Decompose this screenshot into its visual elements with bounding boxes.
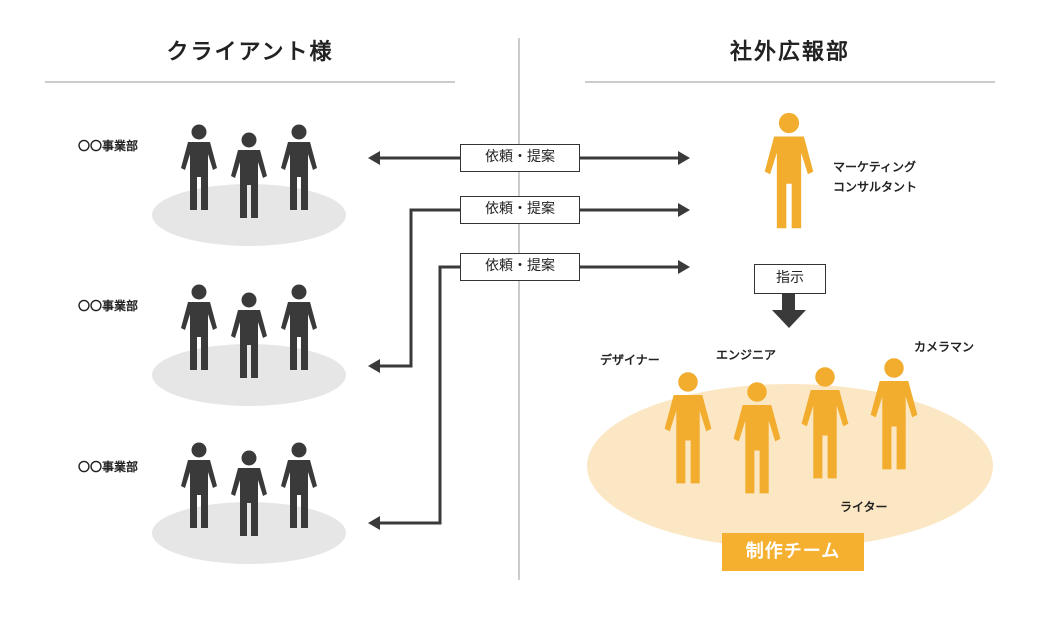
request-proposal-box: 依頼・提案	[460, 196, 580, 224]
arrow-left-icon	[368, 516, 380, 530]
arrow-down-icon	[772, 310, 806, 328]
team-ellipse	[587, 384, 993, 548]
instruction-box: 指示	[754, 264, 826, 294]
department-label: 〇〇事業部	[78, 299, 139, 313]
writer-label: ライター	[840, 500, 888, 514]
department-label: 〇〇事業部	[78, 460, 139, 474]
consultant-label: マーケティング コンサルタント	[833, 157, 917, 197]
client-heading: クライアント様	[166, 40, 334, 65]
consultant-person-icon	[764, 112, 814, 229]
consultant-label-line1: マーケティング	[833, 160, 917, 174]
consultant-label-line2: コンサルタント	[833, 180, 918, 194]
arrow-right-icon	[678, 203, 690, 217]
client-group-ellipse	[152, 344, 346, 406]
designer-label: デザイナー	[600, 353, 660, 367]
request-proposal-box: 依頼・提案	[460, 144, 580, 172]
arrow-right-icon	[678, 260, 690, 274]
client-group-ellipse	[152, 502, 346, 564]
engineer-label: エンジニア	[716, 348, 777, 362]
cameraman-label: カメラマン	[914, 340, 975, 354]
instruction-arrow	[772, 294, 806, 328]
arrow-left-icon	[368, 359, 380, 373]
client-group-2	[152, 284, 346, 406]
production-team-label: 制作チーム	[722, 533, 864, 571]
department-label: 〇〇事業部	[78, 139, 139, 153]
request-proposal-box: 依頼・提案	[460, 253, 580, 281]
client-group-1	[152, 124, 346, 246]
arrow-right-icon	[678, 151, 690, 165]
instruction-arrow-shaft	[782, 294, 795, 310]
arrow-left-icon	[368, 151, 380, 165]
client-group-ellipse	[152, 184, 346, 246]
client-group-3	[152, 442, 346, 564]
arrowheads	[368, 151, 690, 530]
pr-department-heading: 社外広報部	[729, 40, 850, 65]
request-line-2	[378, 208, 680, 368]
